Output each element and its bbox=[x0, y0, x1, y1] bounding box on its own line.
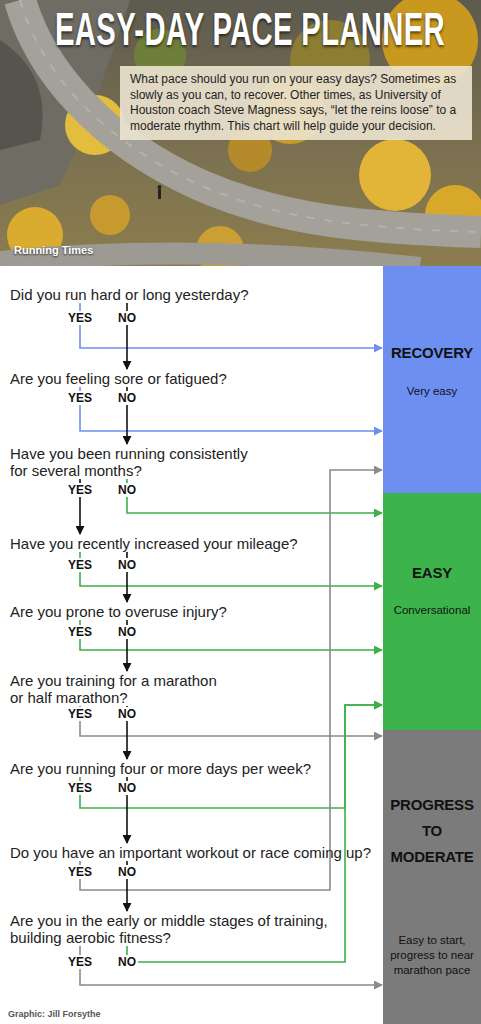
question-text: Are you in the early or middle stages of… bbox=[10, 912, 345, 946]
answer-label: YES bbox=[66, 865, 94, 879]
answer-label: NO bbox=[116, 625, 138, 639]
flow-arrow bbox=[80, 387, 382, 431]
flow-arrow bbox=[80, 620, 382, 650]
flow-arrow bbox=[80, 552, 382, 586]
answer-label: YES bbox=[66, 625, 94, 639]
photo-credit: Running Times bbox=[14, 244, 93, 256]
answer-label: NO bbox=[116, 865, 138, 879]
question-text: Do you have an important workout or race… bbox=[10, 844, 380, 861]
band-description: Very easy bbox=[387, 384, 477, 399]
flow-arrow bbox=[80, 705, 382, 808]
graphic-credit: Graphic: Jill Forsythe bbox=[8, 1009, 101, 1019]
flow-arrow bbox=[127, 479, 382, 513]
runner bbox=[158, 185, 162, 189]
answer-label: YES bbox=[66, 391, 94, 405]
band-description: Conversational bbox=[387, 603, 477, 618]
road-marking bbox=[20, 0, 481, 232]
answer-label: YES bbox=[66, 955, 94, 969]
question-text: Are you training for a marathon or half … bbox=[10, 672, 224, 706]
answer-label: NO bbox=[116, 311, 138, 325]
question-text: Are you prone to overuse injury? bbox=[10, 603, 380, 620]
band-heading: EASY bbox=[387, 560, 477, 586]
outcome-band: EASY Conversational bbox=[383, 493, 481, 730]
question-node: Are you feeling sore or fatigued? bbox=[10, 370, 380, 387]
runner bbox=[158, 189, 161, 199]
flow-arrow bbox=[80, 706, 382, 736]
question-node: Have you been running consistently for s… bbox=[10, 445, 258, 479]
question-node: Have you recently increased your mileage… bbox=[10, 535, 380, 552]
outcome-band: PROGRESS TO MODERATE Easy to start, progr… bbox=[383, 730, 481, 1024]
title: EASY-DAY PACE PLANNER bbox=[55, 4, 445, 56]
autumn-tree bbox=[359, 139, 431, 211]
question-node: Did you run hard or long yesterday? bbox=[10, 286, 380, 303]
flow-arrow bbox=[80, 303, 382, 348]
question-text: Did you run hard or long yesterday? bbox=[10, 286, 380, 303]
intro-text: What pace should you run on your easy da… bbox=[130, 72, 462, 134]
question-text: Have you recently increased your mileage… bbox=[10, 535, 380, 552]
question-node: Do you have an important workout or race… bbox=[10, 844, 380, 861]
answer-label: NO bbox=[116, 558, 138, 572]
answer-label: YES bbox=[66, 311, 94, 325]
outcome-band: RECOVERY Very easy bbox=[383, 266, 481, 493]
question-node: Are you running four or more days per we… bbox=[10, 760, 380, 777]
band-heading: PROGRESS TO MODERATE bbox=[387, 792, 477, 870]
answer-label: NO bbox=[116, 391, 138, 405]
answer-label: YES bbox=[66, 558, 94, 572]
band-description: Easy to start, progress to near marathon… bbox=[387, 933, 477, 978]
question-node: Are you in the early or middle stages of… bbox=[10, 912, 345, 946]
question-text: Are you feeling sore or fatigued? bbox=[10, 370, 380, 387]
question-node: Are you training for a marathon or half … bbox=[10, 672, 224, 706]
question-node: Are you prone to overuse injury? bbox=[10, 603, 380, 620]
answer-label: NO bbox=[116, 781, 138, 795]
photo-background bbox=[0, 0, 481, 266]
question-text: Are you running four or more days per we… bbox=[10, 760, 380, 777]
answer-label: YES bbox=[66, 707, 94, 721]
question-text: Have you been running consistently for s… bbox=[10, 445, 258, 479]
answer-label: YES bbox=[66, 781, 94, 795]
answer-label: NO bbox=[116, 707, 138, 721]
road bbox=[20, 0, 481, 232]
band-heading: RECOVERY bbox=[387, 340, 477, 366]
answer-label: NO bbox=[116, 955, 138, 969]
flow-arrow bbox=[80, 946, 382, 985]
autumn-tree bbox=[90, 195, 130, 235]
answer-label: NO bbox=[116, 483, 138, 497]
intro-box: What pace should you run on your easy da… bbox=[120, 66, 472, 140]
answer-label: YES bbox=[66, 483, 94, 497]
